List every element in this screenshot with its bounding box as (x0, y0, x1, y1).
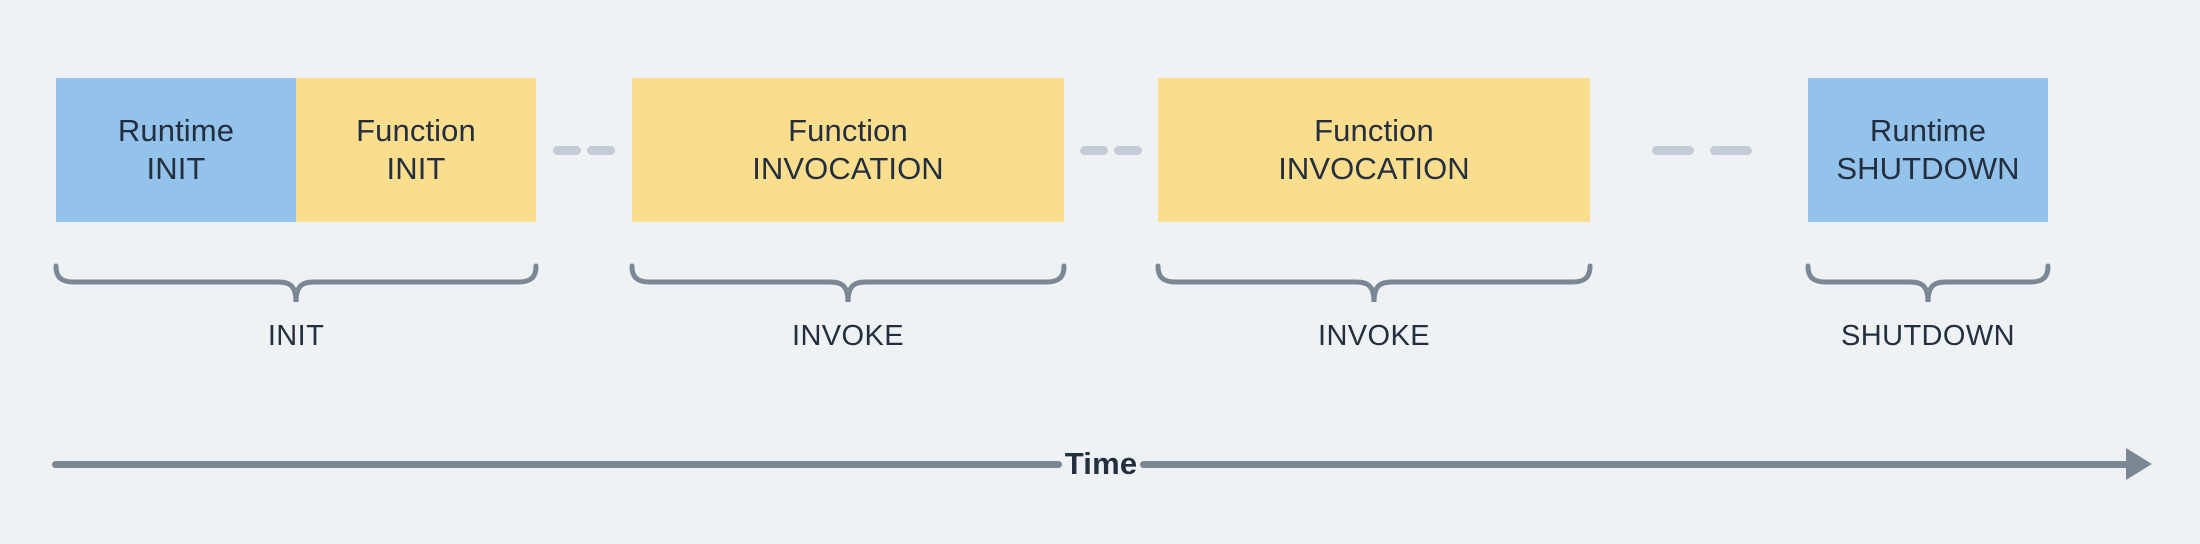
phase-box-function-init: Function INIT (296, 78, 536, 222)
dash-segment (1710, 146, 1752, 155)
connector-dashes-1 (553, 146, 615, 155)
phase-box-line1: Function (788, 113, 908, 149)
brace-shutdown (1804, 262, 2052, 308)
time-axis-line-right (1140, 461, 2130, 468)
brace-init (52, 262, 540, 308)
phase-box-function-invocation-2: Function INVOCATION (1158, 78, 1590, 222)
group-label-shutdown: SHUTDOWN (1841, 320, 2015, 352)
group-label-init: INIT (267, 320, 325, 352)
phase-box-line1: Runtime (1869, 113, 1987, 149)
phase-box-line2: INIT (386, 151, 446, 186)
time-axis-arrowhead-icon (2126, 448, 2152, 480)
phase-box-line2: INVOCATION (752, 151, 944, 186)
phase-box-line2: SHUTDOWN (1836, 151, 2020, 186)
dash-segment (1114, 146, 1142, 155)
dash-segment (1080, 146, 1108, 155)
brace-invoke-1 (628, 262, 1068, 308)
phase-box-runtime-init: Runtime INIT (56, 78, 296, 222)
connector-dashes-2 (1080, 146, 1142, 155)
dash-segment (553, 146, 581, 155)
dash-segment (587, 146, 615, 155)
phase-box-function-invocation-1: Function INVOCATION (632, 78, 1064, 222)
phase-box-line1: Function (1314, 113, 1434, 149)
phase-box-runtime-shutdown: Runtime SHUTDOWN (1808, 78, 2048, 222)
phase-box-line1: Runtime (117, 113, 235, 149)
time-axis-line-left (52, 461, 1062, 468)
phase-box-line1: Function (356, 113, 476, 149)
phase-box-line2: INIT (146, 151, 206, 186)
group-label-invoke-2: INVOKE (1318, 320, 1430, 352)
group-label-invoke-1: INVOKE (792, 320, 904, 352)
brace-invoke-2 (1154, 262, 1594, 308)
phase-box-line2: INVOCATION (1278, 151, 1470, 186)
dash-segment (1652, 146, 1694, 155)
time-axis-label: Time (1064, 446, 1138, 481)
connector-dashes-3 (1652, 146, 1752, 155)
